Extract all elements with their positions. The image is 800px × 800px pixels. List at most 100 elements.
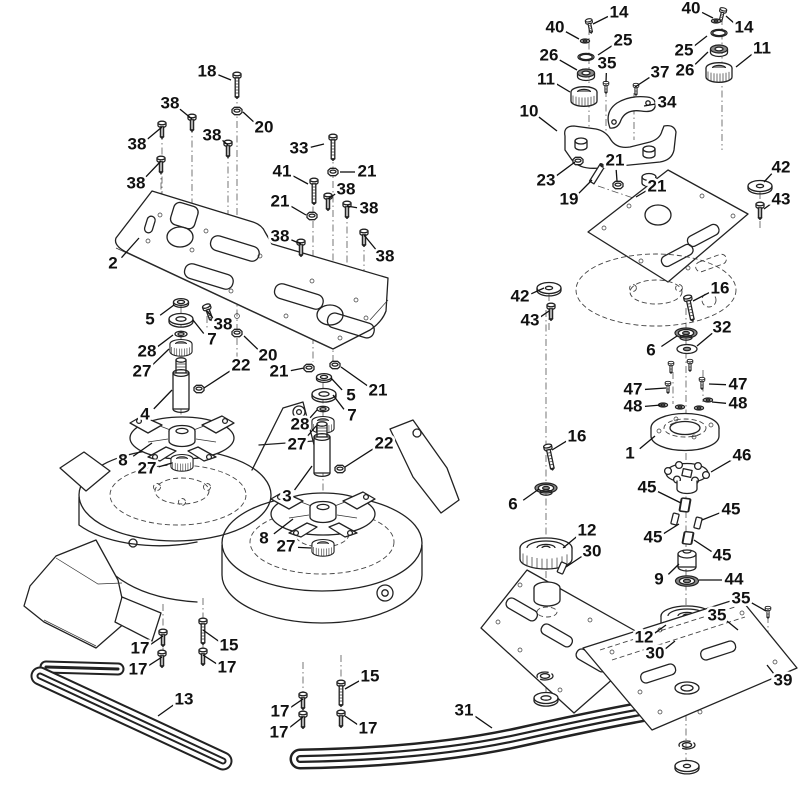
part-label-33: 33 bbox=[290, 138, 309, 157]
part-label-43: 43 bbox=[772, 189, 791, 208]
part-label-17: 17 bbox=[359, 718, 378, 737]
part-label-34: 34 bbox=[658, 92, 677, 111]
washer bbox=[533, 691, 559, 707]
part-label-22: 22 bbox=[232, 355, 251, 374]
spindle-shaft-3 bbox=[313, 421, 331, 478]
leader-line bbox=[202, 629, 220, 642]
belt-13 bbox=[30, 660, 233, 771]
part-label-7: 7 bbox=[347, 405, 356, 424]
leader-line bbox=[273, 518, 294, 535]
leader-line bbox=[657, 491, 682, 504]
part-label-38: 38 bbox=[337, 179, 356, 198]
leader-line bbox=[144, 160, 162, 179]
part-label-21: 21 bbox=[271, 191, 290, 210]
part-label-45: 45 bbox=[644, 527, 663, 546]
leader-line bbox=[344, 680, 360, 690]
bearing-27 bbox=[311, 538, 335, 557]
bearing-11 bbox=[570, 86, 598, 108]
leader-line bbox=[530, 287, 545, 295]
part-label-38: 38 bbox=[271, 226, 290, 245]
pin-19 bbox=[588, 163, 606, 185]
leader-line bbox=[290, 205, 307, 216]
part-label-12: 12 bbox=[578, 520, 597, 539]
part-label-35: 35 bbox=[732, 588, 751, 607]
part-label-42: 42 bbox=[511, 286, 530, 305]
leader-line bbox=[592, 15, 609, 25]
part-label-5: 5 bbox=[346, 385, 355, 404]
deck-plate-bottom-right-of-pair bbox=[582, 597, 798, 775]
part-label-4: 4 bbox=[140, 404, 150, 423]
part-label-38: 38 bbox=[376, 246, 395, 265]
leader-line bbox=[556, 83, 571, 93]
nut-21 bbox=[329, 360, 341, 370]
part-label-17: 17 bbox=[270, 722, 289, 741]
part-label-16: 16 bbox=[568, 426, 587, 445]
gearbox-column bbox=[650, 293, 778, 672]
leader-line bbox=[522, 488, 540, 501]
leader-line bbox=[634, 76, 650, 88]
part-label-27: 27 bbox=[277, 536, 296, 555]
part-label-32: 32 bbox=[713, 317, 732, 336]
part-label-28: 28 bbox=[291, 414, 310, 433]
ring-25 bbox=[577, 52, 595, 62]
part-label-37: 37 bbox=[651, 62, 670, 81]
leader-line bbox=[243, 335, 260, 351]
part-label-44: 44 bbox=[725, 569, 744, 588]
leader-line bbox=[150, 348, 170, 367]
leader-line bbox=[146, 126, 163, 141]
leader-line bbox=[653, 624, 667, 634]
part-label-21: 21 bbox=[270, 361, 289, 380]
part-label-47: 47 bbox=[624, 379, 643, 398]
leader-line bbox=[291, 239, 302, 245]
bearing-27 bbox=[170, 453, 194, 472]
washer-40 bbox=[710, 18, 722, 24]
leader-line bbox=[344, 448, 375, 468]
washer-48 bbox=[702, 397, 714, 403]
part-label-19: 19 bbox=[560, 189, 579, 208]
leader-line bbox=[202, 654, 217, 665]
part-label-15: 15 bbox=[220, 635, 239, 654]
key-45 bbox=[681, 530, 695, 546]
leader-line bbox=[763, 203, 771, 210]
part-label-9: 9 bbox=[654, 569, 663, 588]
leader-line bbox=[701, 11, 714, 19]
gear-hub-46 bbox=[663, 460, 711, 495]
leader-line bbox=[304, 425, 317, 440]
washer-7 bbox=[168, 312, 194, 328]
leader-line bbox=[577, 179, 593, 195]
leader-line bbox=[711, 401, 727, 404]
leader-line bbox=[340, 366, 369, 387]
bearing-ring-44 bbox=[674, 575, 700, 587]
leader-line bbox=[663, 523, 680, 535]
leader-line bbox=[132, 442, 153, 457]
washer-48 bbox=[674, 404, 686, 410]
leader-line bbox=[292, 175, 309, 185]
nut-21 bbox=[612, 180, 624, 190]
part-label-21: 21 bbox=[369, 380, 388, 399]
leader-line bbox=[157, 704, 175, 717]
part-label-16: 16 bbox=[711, 278, 730, 297]
spacer-28 bbox=[174, 330, 188, 338]
part-label-46: 46 bbox=[733, 445, 752, 464]
part-label-1: 1 bbox=[625, 443, 634, 462]
ring-pulley-1 bbox=[650, 412, 720, 452]
part-label-22: 22 bbox=[375, 433, 394, 452]
push-nut-20 bbox=[231, 328, 243, 338]
washer-48 bbox=[693, 405, 705, 411]
nut-22 bbox=[334, 464, 346, 474]
part-label-7: 7 bbox=[207, 329, 216, 348]
washer-42 bbox=[747, 179, 773, 195]
leader-line bbox=[551, 440, 567, 451]
part-label-45: 45 bbox=[713, 545, 732, 564]
part-label-28: 28 bbox=[138, 341, 157, 360]
leader-line bbox=[565, 555, 582, 568]
part-label-27: 27 bbox=[288, 434, 307, 453]
leader-line bbox=[635, 190, 647, 198]
leader-line bbox=[565, 31, 580, 40]
part-label-6: 6 bbox=[508, 494, 517, 513]
part-label-43: 43 bbox=[521, 310, 540, 329]
part-label-38: 38 bbox=[203, 125, 222, 144]
leader-line bbox=[597, 44, 613, 56]
ring-25 bbox=[710, 28, 728, 38]
leader-line bbox=[310, 143, 325, 148]
